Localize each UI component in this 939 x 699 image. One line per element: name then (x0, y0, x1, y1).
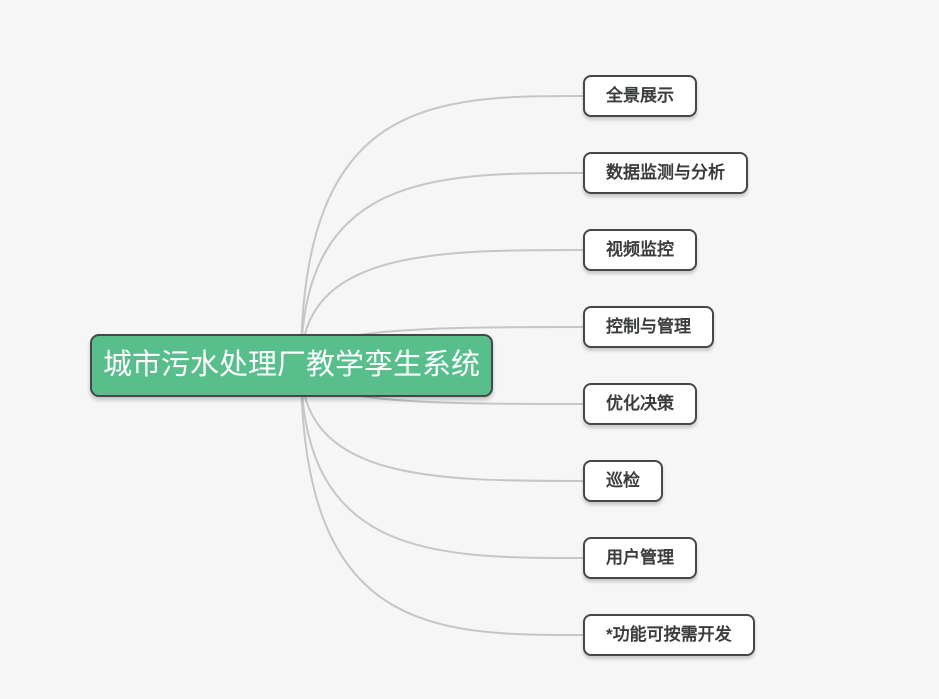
connector-line (300, 364, 584, 482)
branch-node[interactable]: 视频监控 (583, 229, 697, 271)
connector-line (300, 172, 584, 366)
connector-line (300, 249, 584, 366)
branch-node[interactable]: 巡检 (583, 460, 663, 502)
branch-node[interactable]: 数据监测与分析 (583, 152, 748, 194)
connector-line (300, 364, 584, 636)
branch-node[interactable]: 控制与管理 (583, 306, 714, 348)
root-node[interactable]: 城市污水处理厂教学孪生系统 (90, 334, 493, 397)
branch-node[interactable]: 用户管理 (583, 537, 697, 579)
connector-line (300, 364, 584, 559)
branch-node[interactable]: 优化决策 (583, 383, 697, 425)
branch-node[interactable]: *功能可按需开发 (583, 614, 755, 656)
connector-line (300, 95, 584, 366)
branch-node[interactable]: 全景展示 (583, 75, 697, 117)
